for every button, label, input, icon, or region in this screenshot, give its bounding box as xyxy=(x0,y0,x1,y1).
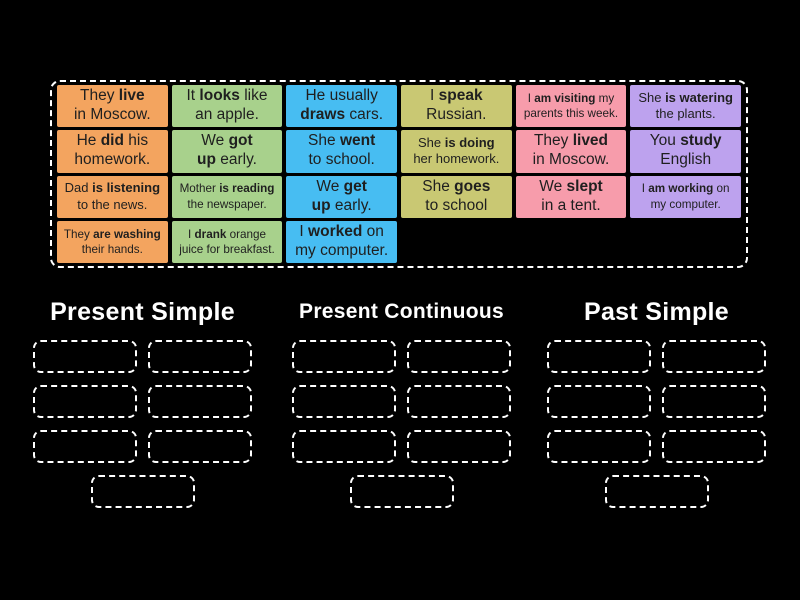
drop-slot[interactable] xyxy=(407,385,511,418)
slots-present-simple xyxy=(33,340,252,508)
drop-slot[interactable] xyxy=(292,385,396,418)
drop-slot[interactable] xyxy=(407,430,511,463)
drop-slot[interactable] xyxy=(90,475,195,508)
drop-slot[interactable] xyxy=(33,385,137,418)
drop-slot[interactable] xyxy=(407,340,511,373)
group-present-continuous: Present Continuous xyxy=(292,292,511,508)
drop-slot[interactable] xyxy=(33,430,137,463)
drop-slot[interactable] xyxy=(148,385,252,418)
drop-slot[interactable] xyxy=(148,340,252,373)
drop-slot[interactable] xyxy=(547,385,651,418)
category-header-past-simple: Past Simple xyxy=(583,297,730,326)
group-present-simple: Present Simple xyxy=(33,292,252,508)
drop-slot[interactable] xyxy=(33,340,137,373)
drop-slot[interactable] xyxy=(292,430,396,463)
drop-slot[interactable] xyxy=(662,385,766,418)
drop-slot[interactable] xyxy=(604,475,709,508)
drop-slot[interactable] xyxy=(547,340,651,373)
drop-slot[interactable] xyxy=(662,340,766,373)
group-past-simple: Past Simple xyxy=(547,292,766,508)
drop-slot[interactable] xyxy=(349,475,454,508)
drop-slot[interactable] xyxy=(547,430,651,463)
slots-past-simple xyxy=(547,340,766,508)
drop-slot[interactable] xyxy=(662,430,766,463)
category-header-present-simple: Present Simple xyxy=(50,297,235,326)
drop-slot[interactable] xyxy=(148,430,252,463)
slots-present-continuous xyxy=(292,340,511,508)
category-header-present-continuous: Present Continuous xyxy=(299,300,504,323)
drop-slot[interactable] xyxy=(292,340,396,373)
